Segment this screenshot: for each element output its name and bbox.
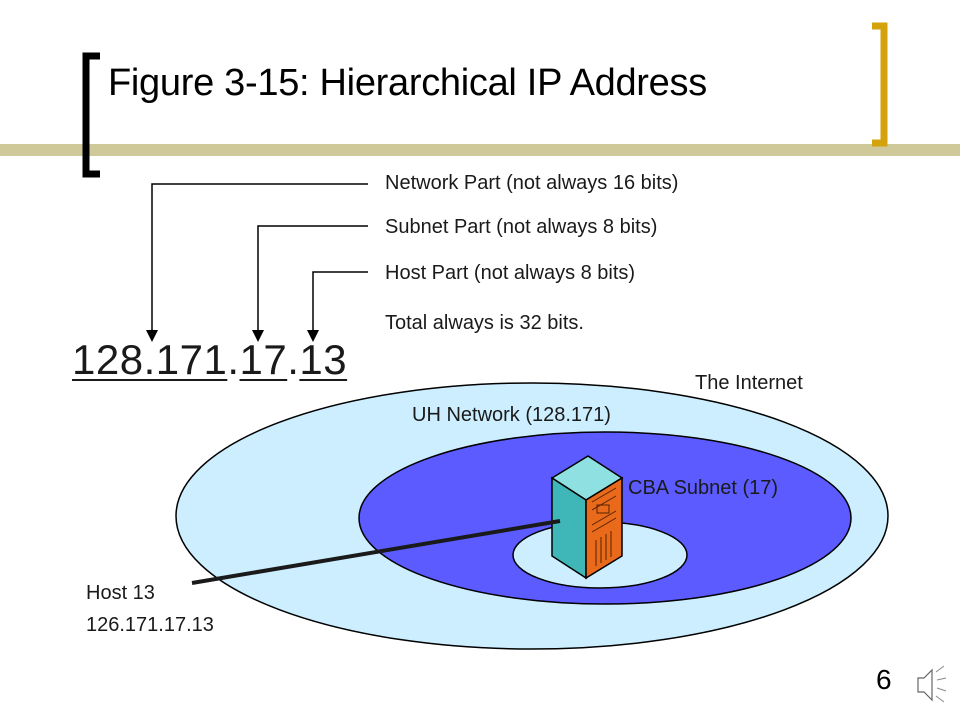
address-dot: . xyxy=(227,336,240,383)
host-arrowhead xyxy=(307,330,319,342)
ip-address: 128.171.17.13 xyxy=(72,336,347,384)
network-connector xyxy=(151,183,368,336)
subnet-part-label: Subnet Part (not always 8 bits) xyxy=(385,216,658,238)
host-part-value: 13 xyxy=(299,336,348,383)
left-bracket xyxy=(82,52,100,178)
subnet-part-value: 17 xyxy=(239,336,288,383)
host-ip-label: 126.171.17.13 xyxy=(86,614,214,636)
subnet-connector xyxy=(257,225,368,336)
network-arrowhead xyxy=(146,330,158,342)
page-number: 6 xyxy=(876,664,892,695)
network-part-label: Network Part (not always 16 bits) xyxy=(385,172,679,194)
network-part-value: 128.171 xyxy=(72,336,228,383)
slide-title: Figure 3-15: Hierarchical IP Address xyxy=(108,62,707,104)
total-bits-label: Total always is 32 bits. xyxy=(385,312,584,334)
right-bracket xyxy=(872,22,888,147)
subnet-arrowhead xyxy=(252,330,264,342)
speaker-icon xyxy=(917,665,947,703)
host-part-label: Host Part (not always 8 bits) xyxy=(385,262,636,284)
address-dot: . xyxy=(287,336,300,383)
host-connector xyxy=(312,271,368,336)
host-pointer-line xyxy=(191,519,561,585)
cba-subnet-label: CBA Subnet (17) xyxy=(628,477,779,499)
internet-label: The Internet xyxy=(695,372,803,394)
host-name-label: Host 13 xyxy=(86,582,155,604)
server-icon xyxy=(550,455,624,580)
title-underline-bar xyxy=(0,144,960,156)
uh-network-label: UH Network (128.171) xyxy=(412,404,611,426)
